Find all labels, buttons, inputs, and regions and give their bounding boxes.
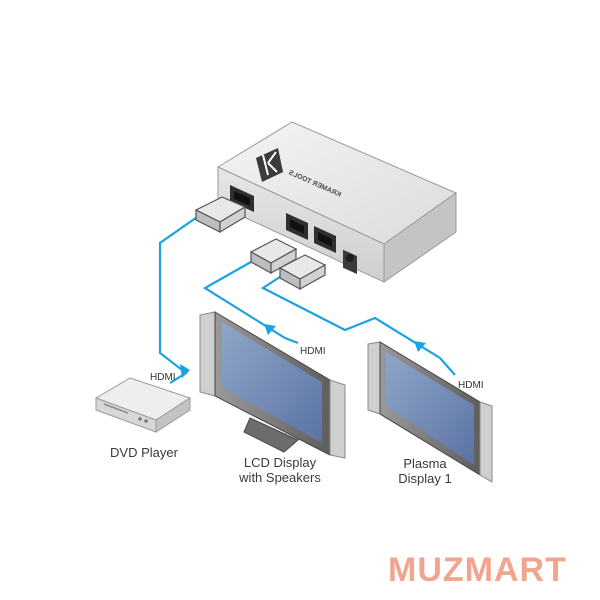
device-label-plasma-line1: Plasma (403, 456, 447, 471)
hdmi-out-2-port (314, 226, 336, 253)
arrow-icon (414, 341, 426, 352)
watermark-logo: MUZMART (388, 551, 567, 589)
power-port (343, 249, 357, 274)
cable-plasma (260, 274, 456, 376)
cable-label-lcd: HDMI (300, 346, 326, 357)
arrow-icon (180, 364, 190, 378)
hdmi-splitter: KRAMER TOOLS (216, 121, 458, 283)
device-label-lcd-line2: with Speakers (239, 470, 321, 485)
hdmi-connector-out2 (278, 254, 327, 291)
device-label-lcd-line1: LCD Display (243, 455, 317, 470)
arrow-icon (264, 324, 276, 335)
device-label-plasma-line2: Display 1 (398, 471, 452, 486)
plasma-display (367, 341, 493, 483)
kramer-logo (256, 148, 283, 182)
cable-label-plasma: HDMI (458, 380, 484, 391)
hdmi-out-1-port (286, 213, 308, 240)
hdmi-connector-input (194, 196, 247, 234)
device-label-dvd: DVD Player (110, 445, 178, 460)
hdmi-in-port (230, 185, 254, 212)
lcd-display (199, 311, 346, 459)
dvd-player (94, 377, 192, 433)
cable-label-dvd: HDMI (150, 372, 176, 383)
cable-lcd (202, 257, 299, 345)
hdmi-connector-out1 (249, 238, 298, 275)
cable-dvd (158, 214, 201, 384)
